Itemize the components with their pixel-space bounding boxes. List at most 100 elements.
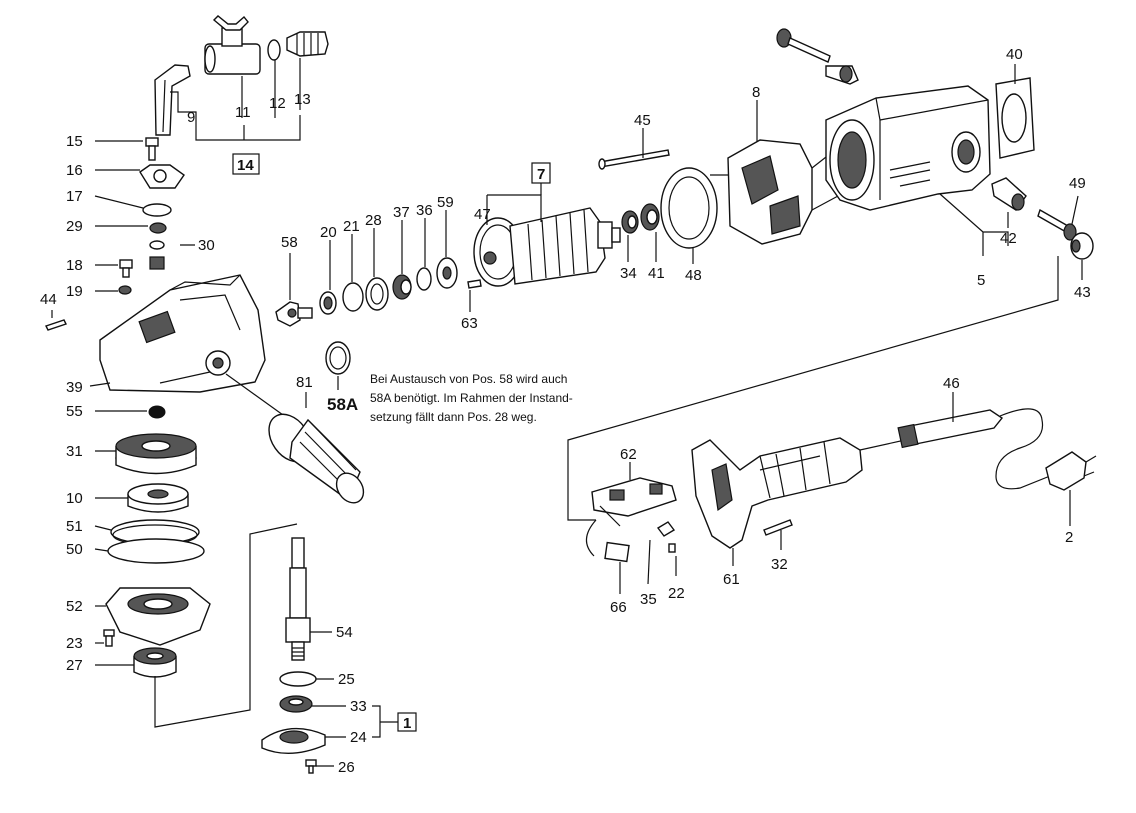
oring-part-17 <box>142 203 172 217</box>
label-16: 16 <box>66 162 83 179</box>
gear-wheel-part-31 <box>115 433 197 475</box>
fan-disc-part-59 <box>436 257 458 289</box>
label-26: 26 <box>338 759 355 776</box>
cap-part-43 <box>1070 232 1094 260</box>
nozzle-top-housing <box>825 65 859 85</box>
label-51: 51 <box>66 518 83 535</box>
screw-part-44 <box>45 319 67 331</box>
flange-part-24 <box>261 727 326 755</box>
ring-part-58a <box>325 341 351 375</box>
label-62: 62 <box>620 446 637 463</box>
label-29: 29 <box>66 218 83 235</box>
label-5: 5 <box>977 272 985 289</box>
spindle-part-54 <box>285 537 311 661</box>
label-1-boxed: 1 <box>403 715 411 732</box>
screw-top-housing <box>776 28 831 63</box>
label-28: 28 <box>365 212 382 229</box>
label-34: 34 <box>620 265 637 282</box>
field-coil-part-8 <box>727 139 839 245</box>
nut-small <box>149 256 165 270</box>
washer-part-19 <box>118 285 132 295</box>
screw-part-15 <box>145 137 159 161</box>
label-25: 25 <box>338 671 355 688</box>
label-54: 54 <box>336 624 353 641</box>
label-11: 11 <box>235 104 251 121</box>
label-20: 20 <box>320 224 337 241</box>
bearing-flange-part-52 <box>105 587 211 646</box>
screw-part-22 <box>668 543 676 553</box>
brake-part-58 <box>275 301 313 327</box>
label-17: 17 <box>66 188 83 205</box>
label-58a: 58A <box>327 395 358 414</box>
label-10: 10 <box>66 490 83 507</box>
ring-part-20 <box>319 291 337 315</box>
note-line-2: 58A benötigt. Im Rahmen der Instand- <box>370 391 573 405</box>
bearing-part-41 <box>640 203 660 231</box>
nut-part-55 <box>148 405 166 419</box>
label-15: 15 <box>66 133 83 150</box>
label-45: 45 <box>634 112 651 129</box>
label-47: 47 <box>474 206 491 223</box>
ball-bearing-part-27 <box>133 647 177 678</box>
plug-part-2 <box>1045 451 1097 491</box>
screw-part-23 <box>103 629 115 647</box>
ring-part-50 <box>107 538 205 564</box>
label-24: 24 <box>350 729 367 746</box>
pin-part-63 <box>467 279 482 289</box>
label-36: 36 <box>416 202 433 219</box>
handle-housing-part-61 <box>691 437 863 549</box>
oring-part-29 <box>149 222 167 234</box>
label-52: 52 <box>66 598 83 615</box>
label-39: 39 <box>66 379 83 396</box>
hose-connector-part-13 <box>286 31 329 57</box>
label-37: 37 <box>393 204 410 221</box>
screw-part-18 <box>119 259 133 278</box>
label-81: 81 <box>296 374 313 391</box>
label-48: 48 <box>685 267 702 284</box>
label-18: 18 <box>66 257 83 274</box>
label-40: 40 <box>1006 46 1023 63</box>
cable-part-46 <box>859 408 1051 490</box>
label-61: 61 <box>723 571 740 588</box>
disc-part-28 <box>365 277 389 311</box>
armature-part-47 <box>473 207 621 287</box>
label-66: 66 <box>610 599 627 616</box>
label-27: 27 <box>66 657 83 674</box>
bearing-part-37 <box>392 274 412 300</box>
label-46: 46 <box>943 375 960 392</box>
motor-housing-part-5 <box>825 85 991 211</box>
flange-part-16 <box>139 164 185 189</box>
label-43: 43 <box>1074 284 1091 301</box>
note-line-1: Bei Austausch von Pos. 58 wird auch <box>370 372 567 386</box>
label-14-boxed: 14 <box>237 157 254 174</box>
washer-part-12 <box>267 39 281 61</box>
label-31: 31 <box>66 443 83 460</box>
elbow-fitting-part-9 <box>154 64 191 136</box>
auxiliary-handle-part-81 <box>225 373 365 504</box>
label-42: 42 <box>1000 230 1017 247</box>
oring-part-30 <box>149 240 165 250</box>
note-line-3: setzung fällt dann Pos. 28 weg. <box>370 410 537 424</box>
bearing-part-34 <box>621 210 639 234</box>
carbon-brush-part-66 <box>585 519 630 563</box>
bearing-part-10 <box>127 483 189 513</box>
screw-part-26 <box>305 759 317 774</box>
fitting-part-42 <box>991 177 1027 211</box>
label-35: 35 <box>640 591 657 608</box>
washer-part-25 <box>279 671 317 687</box>
label-19: 19 <box>66 283 83 300</box>
label-8: 8 <box>752 84 760 101</box>
label-9: 9 <box>187 109 195 126</box>
label-21: 21 <box>343 218 360 235</box>
circlip-part-21 <box>342 282 364 312</box>
label-7-boxed: 7 <box>537 166 545 183</box>
spring-part-35 <box>656 521 676 537</box>
screw-part-32 <box>763 519 793 536</box>
nut-part-33 <box>279 695 313 713</box>
label-2: 2 <box>1065 529 1073 546</box>
label-30: 30 <box>198 237 215 254</box>
label-49: 49 <box>1069 175 1086 192</box>
label-13: 13 <box>294 91 311 108</box>
bolt-part-45 <box>598 149 670 170</box>
